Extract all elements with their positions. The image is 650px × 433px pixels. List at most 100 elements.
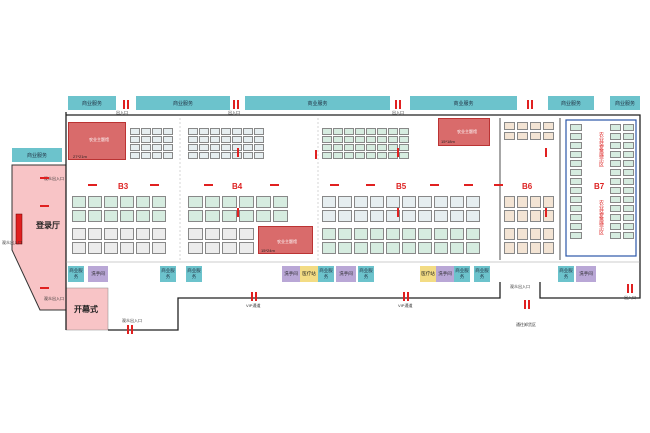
booth: [322, 152, 332, 159]
booth: [88, 242, 102, 254]
booth: [610, 214, 621, 221]
booth: [377, 136, 387, 143]
booth: [239, 196, 254, 208]
booth: [366, 152, 376, 159]
booth: [333, 144, 343, 151]
booth: [570, 142, 582, 149]
booth: [386, 196, 400, 208]
booth: [136, 210, 150, 222]
booth: [152, 128, 162, 135]
booth: [610, 178, 621, 185]
booth: [610, 187, 621, 194]
booth: [232, 128, 242, 135]
washroom-2: 洗手间: [282, 266, 300, 282]
far-right-exit-label: 出入口: [624, 295, 636, 300]
booth: [188, 210, 203, 222]
unload-label: 通往卸货区: [516, 322, 536, 327]
booth: [120, 242, 134, 254]
booth: [354, 228, 368, 240]
booth: [355, 136, 365, 143]
booth: [418, 210, 432, 222]
booth: [322, 242, 336, 254]
bottom-left-entrance-label: 观众出入口: [44, 296, 64, 301]
booth: [344, 144, 354, 151]
booth: [399, 136, 409, 143]
booth: [623, 133, 634, 140]
direction-arrow: [627, 284, 633, 293]
booth: [386, 242, 400, 254]
hall-b3-label: B3: [118, 182, 129, 191]
booth: [530, 228, 541, 240]
booth: [570, 178, 582, 185]
booth: [504, 242, 515, 254]
booth: [152, 242, 166, 254]
booth: [205, 242, 220, 254]
booth: [434, 210, 448, 222]
booth: [344, 128, 354, 135]
booth: [504, 196, 515, 208]
booth: [210, 144, 220, 151]
booth: [163, 152, 173, 159]
booth: [399, 152, 409, 159]
booth: [338, 228, 352, 240]
booth: [370, 242, 384, 254]
booth: [355, 152, 365, 159]
booth: [377, 152, 387, 159]
booth: [543, 122, 554, 130]
booth: [370, 228, 384, 240]
direction-arrow: [127, 325, 133, 334]
booth: [130, 128, 140, 135]
booth: [434, 196, 448, 208]
booth: [152, 152, 162, 159]
booth: [141, 136, 151, 143]
booth: [543, 242, 554, 254]
direction-arrow: [123, 100, 129, 109]
booth: [418, 228, 432, 240]
booth: [152, 228, 166, 240]
booth: [388, 128, 398, 135]
booth: [104, 210, 118, 222]
booth: [188, 196, 203, 208]
bottom-service-1: 商业服务: [68, 266, 84, 282]
booth: [243, 152, 253, 159]
booth: [199, 144, 209, 151]
booth: [623, 178, 634, 185]
booth: [152, 144, 162, 151]
direction-arrow: [527, 100, 533, 109]
booth: [570, 133, 582, 140]
booth: [530, 242, 541, 254]
booth: [141, 144, 151, 151]
booth: [322, 128, 332, 135]
booth: [504, 228, 515, 240]
direction-arrow: [233, 100, 239, 109]
booth: [623, 151, 634, 158]
booth: [570, 187, 582, 194]
booth: [623, 205, 634, 212]
booth: [402, 210, 416, 222]
booth: [254, 128, 264, 135]
booth: [543, 228, 554, 240]
bottom-entrance-label: 观众出入口: [122, 318, 142, 323]
booth: [130, 136, 140, 143]
booth: [72, 210, 86, 222]
booth: [623, 196, 634, 203]
top-service-4: 商业服务: [410, 96, 517, 110]
booth: [399, 144, 409, 151]
booth: [344, 152, 354, 159]
direction-arrow: [251, 292, 257, 301]
booth: [570, 160, 582, 167]
booth: [188, 228, 203, 240]
booth: [152, 210, 166, 222]
booth: [517, 132, 528, 140]
booth: [504, 210, 515, 222]
booth: [199, 136, 209, 143]
booth: [377, 128, 387, 135]
booth: [221, 144, 231, 151]
booth: [141, 152, 151, 159]
top-service-5: 商业服务: [548, 96, 594, 110]
top-exit-label-1: 出入口: [116, 110, 128, 115]
booth: [517, 242, 528, 254]
booth: [402, 242, 416, 254]
hall-b7-label: B7: [594, 182, 605, 191]
